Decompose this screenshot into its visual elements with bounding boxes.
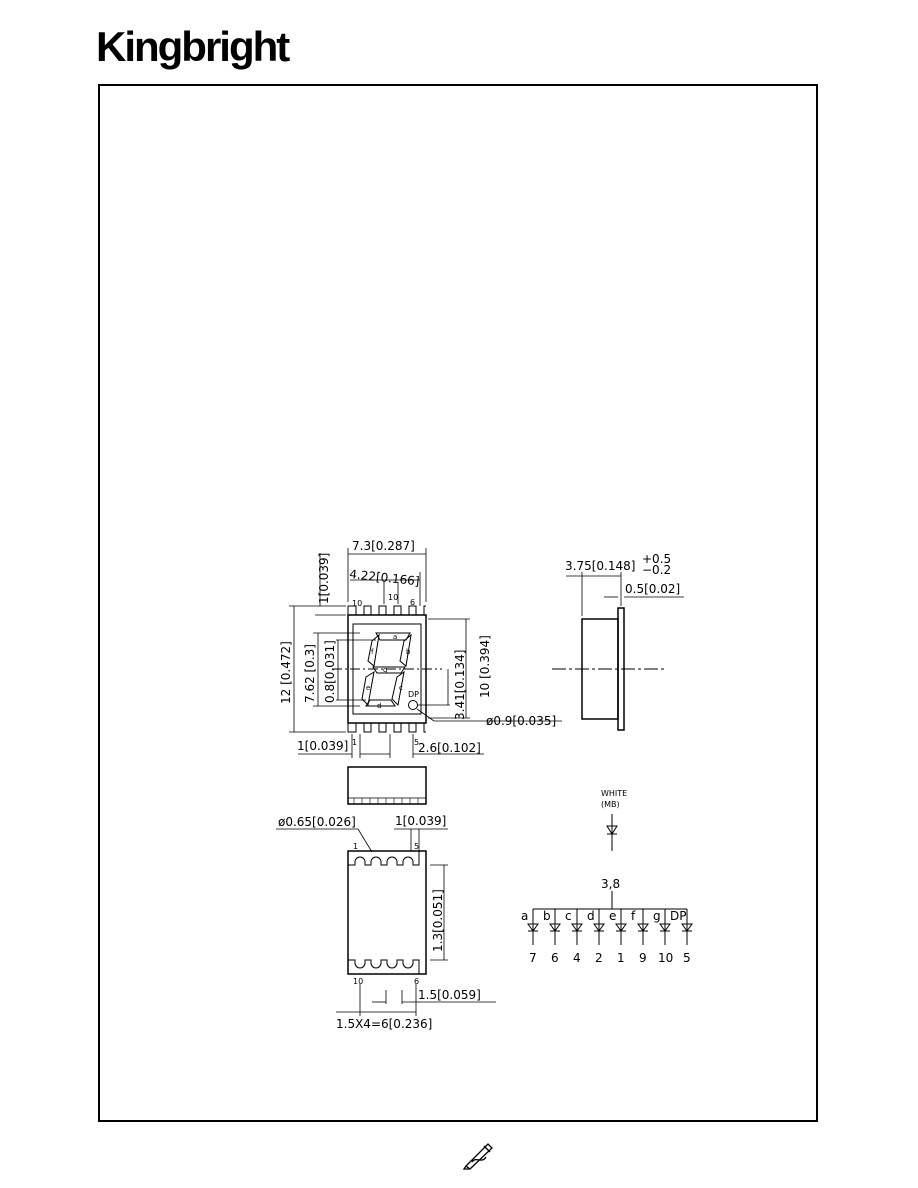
pin6-label: 6 [410, 598, 415, 607]
segment-a-label: a [393, 633, 397, 641]
pin10-inner-label: 10 [388, 593, 398, 602]
circuit-segment-label: a [521, 909, 528, 923]
pad-offset-label: 1.5[0.059] [418, 988, 481, 1002]
circuit-diode-d [593, 909, 605, 945]
segment-d-label: d [377, 702, 381, 710]
pad-pin5-label: 5 [414, 842, 419, 851]
pad-layout-view [276, 828, 496, 1016]
side-view [552, 572, 684, 731]
circuit-diode-c [571, 909, 583, 945]
common-pins-label: 3,8 [601, 877, 620, 891]
circuit-segment-label: f [631, 909, 636, 923]
segment-c-label: c [399, 684, 403, 692]
side-lip-label: 0.5[0.02] [625, 582, 680, 596]
circuit-diode-b [549, 909, 561, 945]
drawing-frame [98, 84, 818, 1122]
circuit-diode-a [527, 909, 539, 945]
circuit-diode-DP [681, 909, 693, 945]
pitch-right-label: 2.6[0.102] [418, 741, 481, 755]
dp-diameter-label: ø0.9[0.035] [486, 714, 556, 728]
circuit-diode-f [637, 909, 649, 945]
single-diode-symbol [606, 814, 618, 851]
pin10-label: 10 [352, 599, 362, 608]
dp-label: DP [408, 690, 419, 699]
circuit-pin-label: 1 [617, 951, 625, 965]
pad-pin1-label: 1 [353, 842, 358, 851]
dp-height-label: 3.41[0.134] [453, 650, 467, 720]
circuit-pin-label: 4 [573, 951, 581, 965]
segment-e-label: e [366, 684, 370, 692]
pin5-label: 5 [414, 738, 419, 747]
total-height-label: 12 [0.472] [279, 641, 293, 704]
circuit-segment-label: c [565, 909, 572, 923]
circuit-segment-label: e [609, 909, 616, 923]
segment-height-label: 7.62 [0.3] [303, 644, 317, 703]
circuit-pin-label: 2 [595, 951, 603, 965]
segment-b-label: b [406, 648, 411, 656]
segment-g-label: g [383, 666, 387, 674]
pad-pin6-label: 6 [414, 977, 419, 986]
pad-diameter-label: ø0.65[0.026] [278, 815, 356, 829]
front-dimensions [289, 548, 562, 758]
pad-width-label: 1[0.039] [395, 814, 446, 828]
pad-span-label: 1.5X4=6[0.236] [336, 1017, 432, 1031]
edge-view [347, 766, 427, 805]
circuit-diagram [527, 891, 693, 945]
front-view [332, 605, 442, 733]
pen-icon [462, 1143, 493, 1170]
circuit-pin-label: 7 [529, 951, 537, 965]
circuit-diode-e [615, 909, 627, 945]
circuit-pin-label: 10 [658, 951, 673, 965]
pitch-left-label: 1[0.039] [297, 739, 348, 753]
side-tolerance-plus: +0.5 [642, 552, 671, 566]
side-depth-label: 3.75[0.148] [565, 559, 635, 573]
circuit-pin-label: 5 [683, 951, 691, 965]
mb-label: (MB) [601, 800, 620, 809]
circuit-diode-g [659, 909, 671, 945]
color-label: WHITE [601, 789, 627, 798]
segment-f-label: f [371, 648, 374, 656]
circuit-segment-label: g [653, 909, 661, 923]
circuit-pin-label: 9 [639, 951, 647, 965]
circuit-pin-label: 6 [551, 951, 559, 965]
right-height-label: 10 [0.394] [478, 635, 492, 698]
side-tolerance-minus: −0.2 [642, 563, 671, 577]
pin1-label: 1 [352, 738, 357, 747]
segment-width-label: 0.8[0.031] [323, 640, 337, 703]
pad-pin10-label: 10 [353, 977, 363, 986]
top-width-label: 7.3[0.287] [352, 539, 415, 553]
digit-width-label: 4.22[0.166] [349, 567, 421, 588]
top-stub-label: 1[0.039] [317, 553, 331, 604]
pad-length-label: 1.3[0.051] [431, 889, 445, 952]
circuit-segment-label: DP [670, 909, 686, 923]
circuit-segment-label: b [543, 909, 551, 923]
circuit-segment-label: d [587, 909, 595, 923]
kingbright-logo: Kingbright [96, 23, 290, 70]
